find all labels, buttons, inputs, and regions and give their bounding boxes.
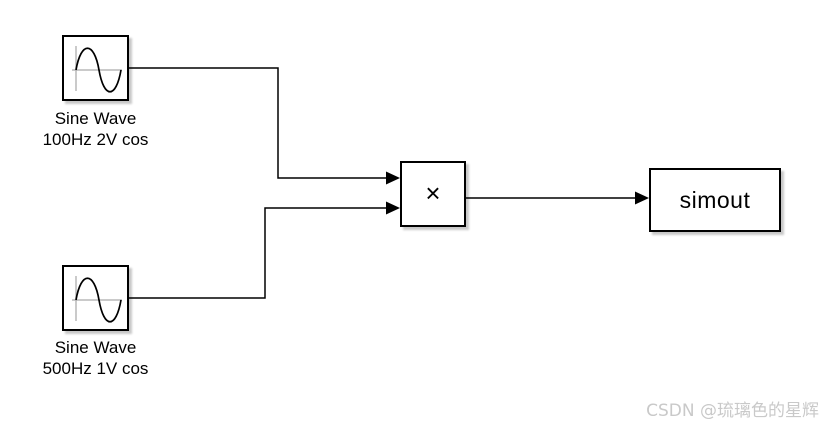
block-sine-wave-1[interactable] (62, 35, 129, 101)
block-label-line: 500Hz 1V cos (42, 359, 149, 378)
block-simout[interactable]: simout (649, 168, 781, 232)
simout-label: simout (679, 186, 751, 213)
arrowhead-simout-input (635, 191, 649, 205)
multiply-icon: × (425, 178, 441, 208)
block-label-line: Sine Wave (54, 109, 137, 128)
block-sine-wave-2[interactable] (62, 265, 129, 331)
sine-wave-icon (72, 276, 122, 323)
sine-wave-icon (72, 46, 122, 93)
wire-product-to-simout[interactable] (466, 191, 649, 205)
arrowhead-product-input2 (386, 201, 400, 215)
arrowhead-product-input1 (386, 171, 400, 185)
wire-sine2-to-product[interactable] (129, 201, 400, 299)
block-label-sine-wave-1[interactable]: Sine Wave 100Hz 2V cos (0, 108, 191, 150)
block-label-line: 100Hz 2V cos (42, 130, 149, 149)
wire-sine1-to-product[interactable] (129, 67, 400, 185)
block-product[interactable]: × (400, 161, 466, 227)
block-label-line: Sine Wave (54, 338, 137, 357)
block-label-sine-wave-2[interactable]: Sine Wave 500Hz 1V cos (0, 337, 191, 379)
csdn-watermark: CSDN @琉璃色的星辉 (646, 401, 819, 421)
